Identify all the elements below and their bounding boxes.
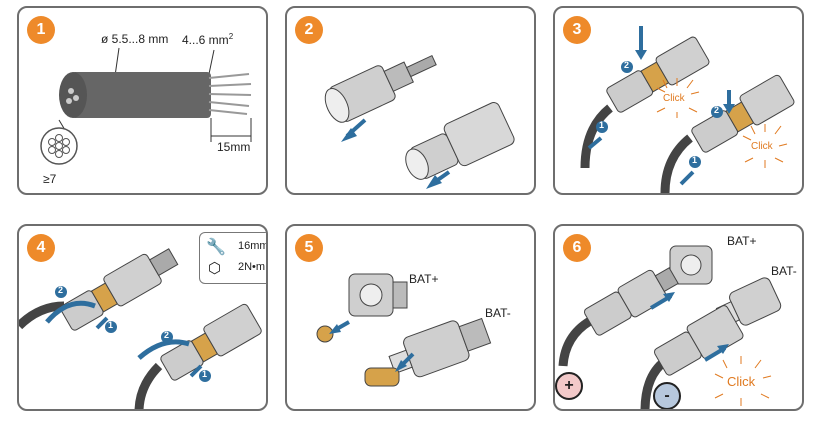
step-number-badge: 4 — [27, 234, 55, 262]
step-number-badge: 5 — [295, 234, 323, 262]
step-panel-1: 1 ø 5.5...8 mm 4...6 mm2 15mm ≥7 — [17, 6, 268, 195]
step-panel-4: 4 🔧 16mm ⬡ 2N•m 2 1 2 1 — [17, 224, 268, 411]
step-order-badge: 1 — [202, 369, 208, 379]
bat-plus-label: BAT+ — [727, 234, 757, 248]
bat-minus-label: BAT- — [485, 306, 511, 320]
bat-plus-label: BAT+ — [409, 272, 439, 286]
final-connection-illustration — [558, 245, 782, 409]
wrench-size-label: 16mm — [238, 240, 268, 252]
step-number-badge: 3 — [563, 16, 591, 44]
connector-assembly-illustration — [580, 26, 795, 193]
positive-terminal-badge: + — [555, 372, 583, 400]
step-panel-3: 3 2 1 2 1 Click Click — [553, 6, 804, 195]
step-number-badge: 2 — [295, 16, 323, 44]
cable-diameter-label: ø 5.5...8 mm — [101, 32, 169, 46]
step-order-badge: 1 — [108, 320, 114, 330]
strip-length-label: 15mm — [217, 140, 251, 154]
step-order-badge: 2 — [58, 285, 64, 295]
step-order-badge: 1 — [692, 155, 698, 165]
step-order-badge: 1 — [599, 120, 605, 130]
step-order-badge: 2 — [624, 60, 630, 70]
cap-removal-illustration — [316, 273, 492, 387]
step-panel-2: 2 — [285, 6, 536, 195]
step-order-badge: 2 — [714, 105, 720, 115]
step-number-badge: 1 — [27, 16, 55, 44]
strand-count-label: ≥7 — [43, 172, 57, 186]
click-label: Click — [727, 374, 756, 389]
step-order-badge: 2 — [164, 330, 170, 340]
click-label: Click — [751, 141, 773, 152]
cross-section-label: 4...6 mm2 — [182, 32, 234, 47]
negative-terminal-badge: - — [653, 382, 681, 409]
tool-spec-box: 🔧 16mm ⬡ 2N•m — [199, 232, 268, 284]
hex-nut-icon: ⬡ — [208, 260, 222, 277]
click-label: Click — [663, 93, 685, 104]
cable-illustration — [40, 47, 252, 165]
step-panel-5: 5 BAT+ BAT- — [285, 224, 536, 411]
tightening-illustration — [19, 248, 262, 409]
step-number-badge: 6 — [563, 234, 591, 262]
connector-disassembly-illustration — [324, 54, 515, 189]
wrench-icon: 🔧 — [206, 239, 226, 256]
bat-minus-label: BAT- — [771, 264, 797, 278]
step-panel-6: 6 BAT+ BAT- + - Click — [553, 224, 804, 411]
torque-label: 2N•m — [238, 261, 266, 273]
